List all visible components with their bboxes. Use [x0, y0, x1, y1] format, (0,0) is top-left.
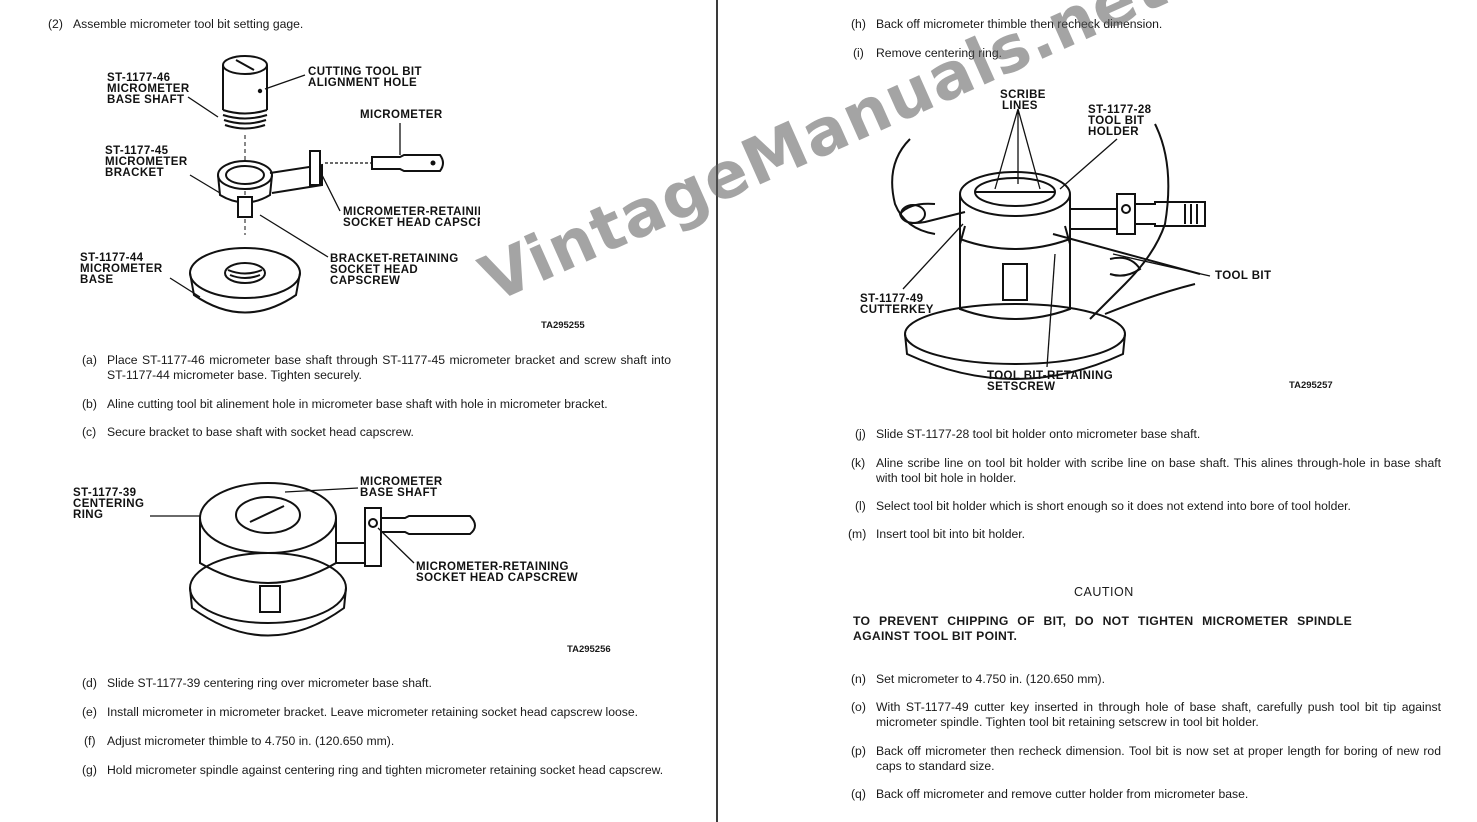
label-bracket-1: ST-1177-45 [105, 145, 169, 157]
list-item-marker: (n) [851, 672, 866, 686]
list-item-marker: (m) [848, 527, 867, 541]
label-cutterkey-2: CUTTERKEY [860, 304, 934, 316]
label-bracket-3: BRACKET [105, 167, 164, 179]
list-item-text: Adjust micrometer thimble to 4.750 in. (… [107, 734, 395, 748]
label-base-2: MICROMETER [80, 263, 163, 275]
bracket-drawing [217, 150, 323, 218]
label-setscrew-1: TOOL BIT-RETAINING [987, 370, 1113, 382]
list-item-marker: (e) [82, 705, 97, 719]
label-holder-2: TOOL BIT [1088, 115, 1144, 127]
list-item-text: Install micrometer in micrometer bracket… [107, 705, 639, 719]
step-text: Assemble micrometer tool bit setting gag… [73, 17, 304, 31]
label-shaft-2: BASE SHAFT [360, 487, 437, 499]
list-item-text: Aline cutting tool bit alinement hole in… [107, 397, 608, 411]
list-item-marker: (a) [82, 353, 97, 367]
list-item-marker: (d) [82, 676, 97, 690]
label-shaft-1: MICROMETER [360, 476, 443, 488]
label-mr-capscrew-2: SOCKET HEAD CAPSCREW [343, 217, 480, 229]
label-scribe-2: LINES [1002, 100, 1038, 112]
list-item-marker: (j) [855, 427, 866, 441]
label-ring-3: RING [73, 509, 103, 521]
list-item-text: Place ST-1177-46 micrometer base shaft t… [107, 353, 671, 382]
centering-ring-drawing [189, 482, 347, 637]
label-ring-1: ST-1177-39 [73, 487, 136, 499]
column-divider [716, 0, 718, 822]
holder-assembly-drawing [904, 171, 1126, 380]
figure-tool-bit-holder: SCRIBE LINES ST-1177-28 TOOL BIT HOLDER … [860, 89, 1271, 393]
micrometer-drawing [325, 154, 444, 172]
label-base-shaft-1: ST-1177-46 [107, 72, 170, 84]
list-item-marker: (b) [82, 397, 97, 411]
step-marker: (2) [48, 17, 63, 31]
list-item-marker: (q) [851, 787, 866, 801]
label-base-1: ST-1177-44 [80, 252, 144, 264]
figure-gage-exploded: ST-1177-46 MICROMETER BASE SHAFT CUTTING… [80, 55, 480, 314]
base-shaft-drawing [222, 55, 268, 130]
caution-title: CAUTION [1074, 585, 1134, 599]
label-setscrew-2: SETSCREW [987, 381, 1055, 393]
list-item-text: Back off micrometer thimble then recheck… [876, 17, 1163, 31]
list-item-marker: (l) [855, 499, 866, 513]
label-ring-2: CENTERING [73, 498, 144, 510]
list-item-text: Back off micrometer and remove cutter ho… [876, 787, 1249, 801]
list-item-text: Insert tool bit into bit holder. [876, 527, 1026, 541]
label-micrometer: MICROMETER [360, 109, 443, 121]
label-base-shaft-3: BASE SHAFT [107, 94, 184, 106]
label-base-shaft-2: MICROMETER [107, 83, 190, 95]
label-holder-1: ST-1177-28 [1088, 104, 1152, 116]
figure-centering-ring: ST-1177-39 CENTERING RING MICROMETER BAS… [73, 476, 578, 637]
list-item-marker: (i) [853, 46, 864, 60]
list-item-marker: (c) [82, 425, 97, 439]
list-item-marker: (g) [82, 763, 97, 777]
list-item-text: With ST-1177-49 cutter key inserted in t… [876, 700, 1441, 729]
label-cutterkey-1: ST-1177-49 [860, 293, 923, 305]
list-item-text: Slide ST-1177-28 tool bit holder onto mi… [876, 427, 1201, 441]
label-br-capscrew-1: BRACKET-RETAINING [330, 253, 459, 265]
label-holder-3: HOLDER [1088, 126, 1139, 138]
label-mr-capscrew-1: MICROMETER-RETAINING [343, 206, 480, 218]
label-tool-bit: TOOL BIT [1215, 270, 1271, 282]
micrometer-drawing-2 [336, 507, 476, 567]
list-item-marker: (f) [84, 734, 96, 748]
label-br-capscrew-2: SOCKET HEAD [330, 264, 418, 276]
list-item-text: Remove centering ring. [876, 46, 1002, 60]
label-align-hole-2: ALIGNMENT HOLE [308, 77, 417, 89]
list-item-marker: (h) [851, 17, 866, 31]
micrometer-drawing-3 [1070, 193, 1206, 235]
label-align-hole-1: CUTTING TOOL BIT [308, 66, 422, 78]
label-base-3: BASE [80, 274, 114, 286]
label-mr-2: SOCKET HEAD CAPSCREW [416, 572, 578, 584]
figure-2-code: TA295256 [567, 644, 611, 655]
label-scribe-1: SCRIBE [1000, 89, 1046, 101]
list-item-marker: (p) [851, 744, 866, 758]
figure-1-code: TA295255 [541, 320, 585, 331]
list-item-marker: (k) [851, 456, 866, 470]
list-item-text: Hold micrometer spindle against centerin… [107, 763, 664, 777]
label-br-capscrew-3: CAPSCREW [330, 275, 400, 287]
list-item-text: Aline scribe line on tool bit holder wit… [876, 456, 1441, 485]
label-mr-1: MICROMETER-RETAINING [416, 561, 569, 573]
hands-drawing [891, 123, 1196, 320]
list-item-text: Back off micrometer then recheck dimensi… [876, 744, 1441, 773]
label-bracket-2: MICROMETER [105, 156, 188, 168]
list-item-text: Secure bracket to base shaft with socket… [107, 425, 414, 439]
base-drawing [189, 247, 301, 314]
list-item-text: Select tool bit holder which is short en… [876, 499, 1351, 513]
list-item-marker: (o) [851, 700, 866, 714]
list-item-text: Slide ST-1177-39 centering ring over mic… [107, 676, 432, 690]
figure-3-code: TA295257 [1289, 380, 1333, 391]
list-item-text: Set micrometer to 4.750 in. (120.650 mm)… [876, 672, 1105, 686]
caution-text: TO PREVENT CHIPPING OF BIT, DO NOT TIGHT… [853, 614, 1352, 643]
